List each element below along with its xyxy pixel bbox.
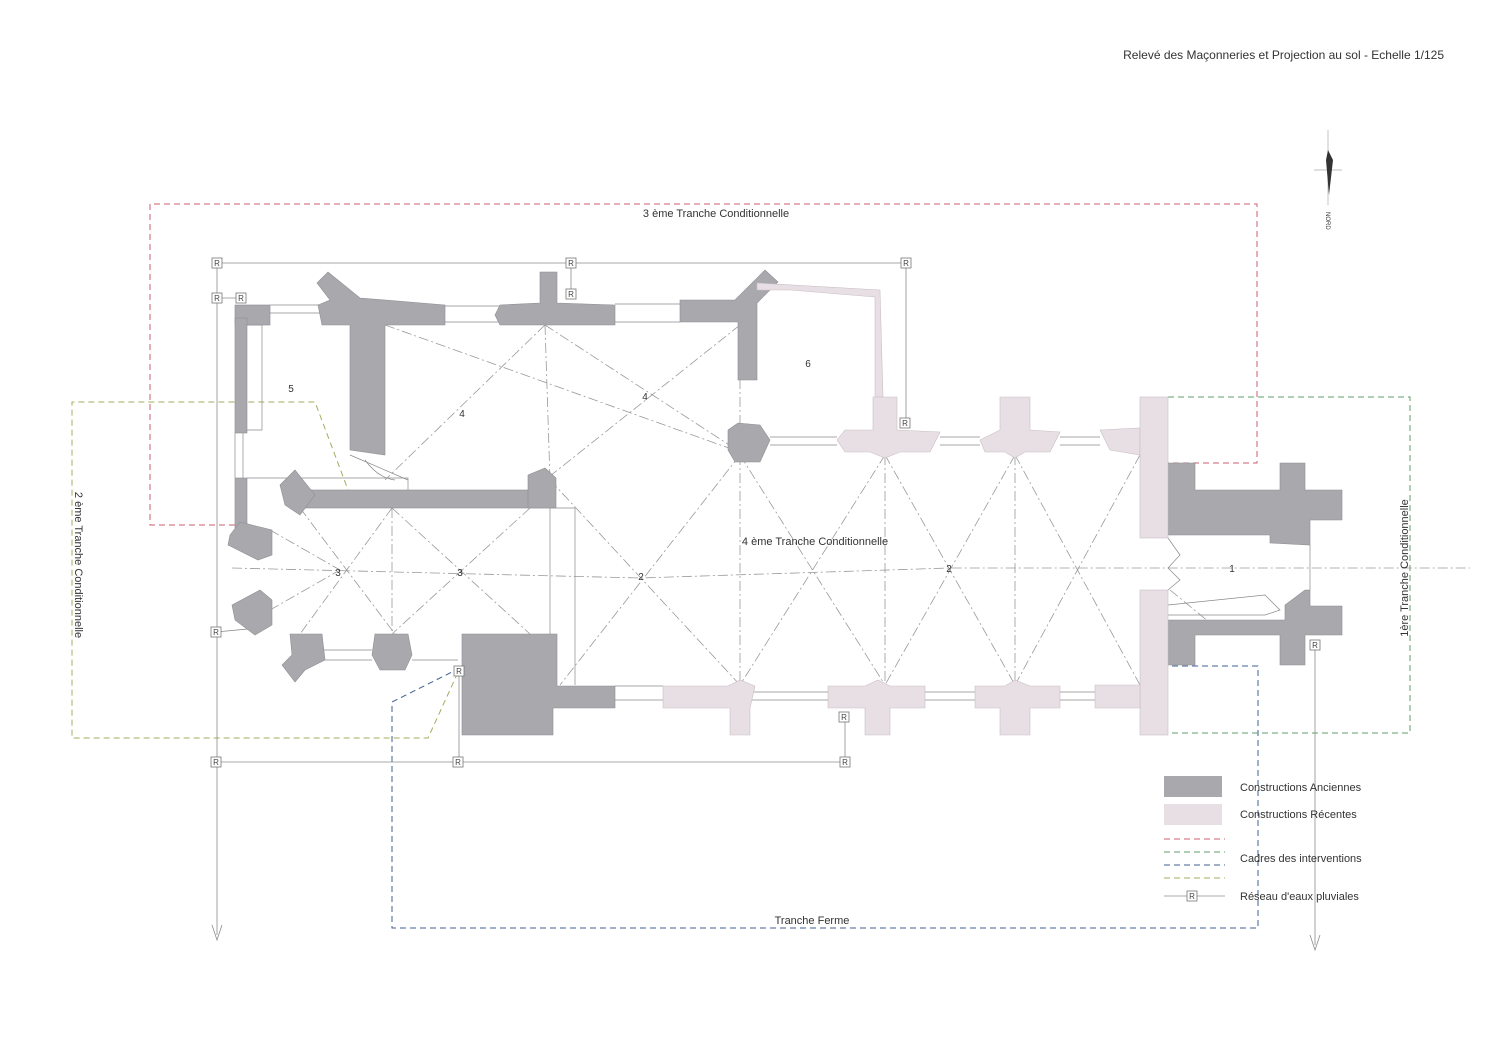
legend-frames: Cadres des interventions (1240, 853, 1362, 865)
label-tranche-ferme: Tranche Ferme (775, 915, 850, 927)
drawing-title: Relevé des Maçonneries et Projection au … (1123, 48, 1444, 62)
svg-text:R: R (568, 259, 574, 268)
svg-text:R: R (214, 294, 220, 303)
room-number: 2 (638, 572, 644, 583)
svg-text:R: R (902, 419, 908, 428)
label-tranche-2: 2 ème Tranche Conditionnelle (72, 492, 84, 638)
recent-constructions (662, 282, 1169, 736)
legend: Constructions Anciennes Constructions Ré… (1164, 776, 1362, 903)
legend-swatch-recent (1164, 804, 1222, 825)
svg-text:R: R (214, 259, 220, 268)
svg-text:R: R (455, 758, 461, 767)
room-number: 6 (805, 359, 811, 370)
r-marker: R (210, 626, 222, 638)
r-marker: R (839, 756, 851, 768)
svg-text:R: R (238, 294, 244, 303)
legend-old: Constructions Anciennes (1240, 782, 1362, 794)
rainwater-network (211, 262, 1321, 952)
room-numbers: 5 6 4 4 3 3 2 2 1 (288, 359, 1235, 583)
svg-text:R: R (213, 628, 219, 637)
legend-r-marker (1186, 890, 1198, 902)
room-number: 4 (459, 409, 465, 420)
room-number: 2 (946, 564, 952, 575)
old-constructions (227, 269, 1343, 736)
room-number: 4 (642, 392, 648, 403)
r-marker: R (1309, 639, 1321, 651)
legend-recent: Constructions Récentes (1240, 809, 1357, 821)
legend-network: Réseau d'eaux pluviales (1240, 891, 1359, 903)
svg-text:R: R (903, 259, 909, 268)
room-number: 3 (457, 568, 463, 579)
frame-tranche-1 (1168, 396, 1411, 734)
svg-text:R: R (456, 667, 462, 676)
svg-text:R: R (1312, 641, 1318, 650)
label-tranche-1: 1ère Tranche Conditionnelle (1399, 499, 1411, 637)
r-marker: R (210, 756, 222, 768)
r-marker: R (900, 257, 912, 269)
svg-text:R: R (842, 758, 848, 767)
rainwater-markers: R R R R R R R R R R R R R R (210, 257, 1321, 768)
svg-text:R: R (568, 290, 574, 299)
frame-tranche-3 (149, 203, 1258, 526)
r-marker: R (899, 417, 911, 429)
svg-text:R: R (841, 713, 847, 722)
legend-swatch-old (1164, 776, 1222, 797)
vault-lines (269, 324, 1226, 686)
r-marker: R (452, 756, 464, 768)
center-axis (231, 567, 1470, 579)
r-marker: R (838, 711, 850, 723)
north-label: NORD (1324, 212, 1330, 230)
r-marker: R (211, 257, 223, 269)
svg-text:R: R (1189, 892, 1195, 901)
room-number: 1 (1229, 564, 1235, 575)
r-marker: R (211, 292, 223, 304)
room-number: 5 (288, 384, 294, 395)
thin-outlines (234, 284, 1311, 701)
room-number: 3 (335, 568, 341, 579)
frame-tranche-ferme (391, 665, 1259, 929)
r-marker: R (453, 665, 465, 677)
label-tranche-4: 4 ème Tranche Conditionnelle (742, 536, 888, 548)
svg-text:R: R (213, 758, 219, 767)
north-arrow-icon: NORD (1314, 130, 1342, 230)
label-tranche-3: 3 ème Tranche Conditionnelle (643, 208, 789, 220)
r-marker: R (565, 288, 577, 300)
r-marker: R (235, 292, 247, 304)
frame-tranche-2 (71, 401, 461, 739)
r-marker: R (565, 257, 577, 269)
